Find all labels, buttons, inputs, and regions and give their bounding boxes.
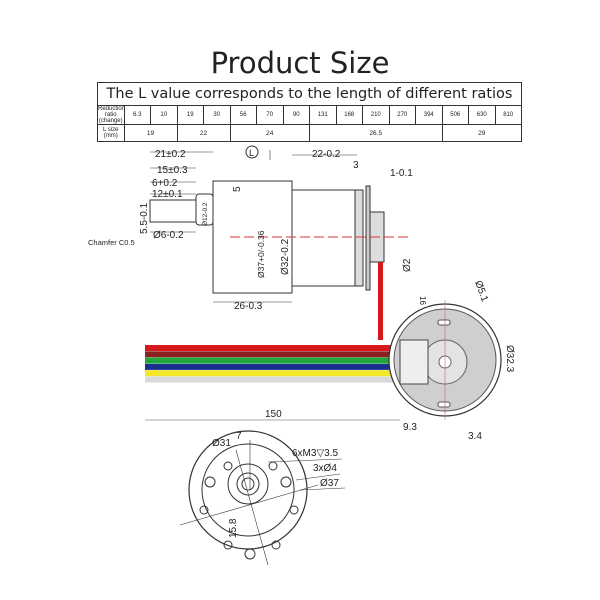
dim-d32: Ø32-0.2 xyxy=(280,238,291,275)
wire xyxy=(145,363,403,370)
dim-21: 21±0.2 xyxy=(155,149,186,160)
wire xyxy=(145,351,403,358)
dim-d37-front: Ø37 xyxy=(320,478,339,489)
dim-d12: Ø12-0.2 xyxy=(202,202,209,226)
dim-5: 5 xyxy=(232,186,243,192)
wire xyxy=(145,345,403,351)
dim-7: 7 xyxy=(236,431,242,442)
encoder-view xyxy=(388,300,502,420)
ratio-table: The L value corresponds to the length of… xyxy=(97,82,522,142)
dim-3: 3 xyxy=(353,160,359,171)
connector xyxy=(399,339,429,385)
dim-d5-1: Ø5.1 xyxy=(472,279,490,304)
dim-m3: 6xM3▽3.5 xyxy=(292,448,338,459)
dim-1: 1-0.1 xyxy=(390,168,413,179)
wire xyxy=(145,370,403,377)
end-cap xyxy=(354,189,364,287)
size-cell: 22 xyxy=(176,124,231,142)
dim-d2: Ø2 xyxy=(402,258,413,272)
dim-6: 6+0.2 xyxy=(152,178,178,189)
table-caption: The L value corresponds to the length of… xyxy=(97,82,522,106)
dim-5-5: 5.5-0.1 xyxy=(139,202,150,234)
size-header: L size (mm) xyxy=(97,124,125,142)
motor-body xyxy=(291,189,358,287)
wire-bundle xyxy=(145,345,403,383)
wire xyxy=(145,376,403,383)
size-cell: 29 xyxy=(441,124,522,142)
dim-22: 22-0.2 xyxy=(312,149,341,160)
dim-9-3: 9.3 xyxy=(403,422,417,433)
dim-d4: 3xØ4 xyxy=(313,463,337,474)
dim-d31: Ø31 xyxy=(212,438,231,449)
dim-26: 26-0.3 xyxy=(234,301,263,312)
dim-d37: Ø37+0/-0.36 xyxy=(256,230,266,278)
dim-15-8: 15.8 xyxy=(228,518,239,538)
size-cell: 26.5 xyxy=(309,124,443,142)
dim-12: 12±0.1 xyxy=(152,189,183,200)
side-view xyxy=(149,150,410,303)
dim-d6: Ø6-0.2 xyxy=(153,230,184,241)
dim-16: 16 xyxy=(418,296,427,305)
red-wire xyxy=(378,262,383,340)
dim-15: 15±0.3 xyxy=(157,165,188,176)
dim-150: 150 xyxy=(265,409,282,420)
ratio-cell: 10 xyxy=(150,105,178,125)
encoder-board xyxy=(365,185,371,291)
shaft xyxy=(149,199,197,223)
L-marker-circle xyxy=(245,145,259,159)
chamfer-label: Chamfer C0.5 xyxy=(88,238,135,247)
page-title: Product Size xyxy=(210,46,390,80)
dim-d32-3: Ø32.3 xyxy=(504,345,515,373)
front-view xyxy=(179,430,346,566)
size-cell: 24 xyxy=(229,124,310,142)
wire xyxy=(145,357,403,364)
dim-3-4: 3.4 xyxy=(468,431,482,442)
L-marker: L xyxy=(249,148,254,158)
